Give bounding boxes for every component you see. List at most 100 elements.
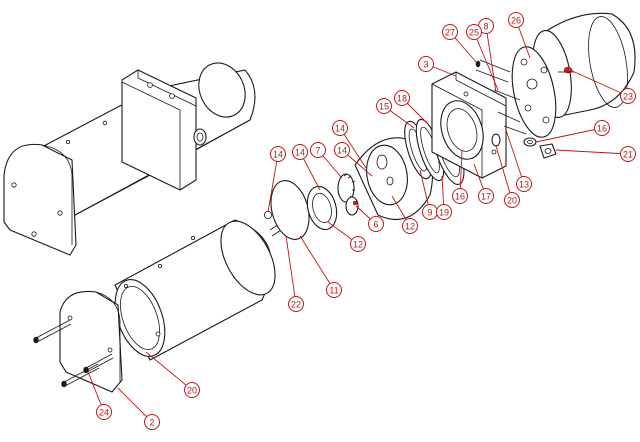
callout-2-leader xyxy=(117,387,153,423)
callout-14a-leader xyxy=(267,153,279,213)
callout-25-label: 25 xyxy=(469,28,479,38)
callout-20a-label: 20 xyxy=(507,196,517,206)
callout-18-balloon xyxy=(394,90,410,106)
callout-16a-balloon xyxy=(452,188,468,204)
callout-8-label: 8 xyxy=(483,22,488,32)
gear-7 xyxy=(337,173,355,203)
carrier-plate-12 xyxy=(306,185,338,231)
assembled-rear-cap xyxy=(198,62,246,118)
callout-14d-label: 14 xyxy=(337,146,347,156)
washer-14 xyxy=(263,210,272,219)
end-plate-2 xyxy=(59,290,123,393)
callout-19-label: 19 xyxy=(439,208,449,218)
mounting-block xyxy=(431,71,507,179)
callout-3-label: 3 xyxy=(423,60,428,70)
callout-3: 3 xyxy=(418,56,457,77)
callout-20b-label: 20 xyxy=(187,386,197,396)
callout-14c: 14 xyxy=(332,120,367,169)
callout-19: 19 xyxy=(436,175,452,220)
callout-26: 26 xyxy=(508,12,531,59)
callout-17: 17 xyxy=(473,163,494,204)
callout-18-label: 18 xyxy=(397,94,407,104)
callout-20a-balloon xyxy=(504,192,520,208)
relief-valve xyxy=(563,66,573,74)
assembled-side-boss xyxy=(193,128,207,146)
callout-25: 25 xyxy=(466,24,499,91)
callout-24-label: 24 xyxy=(99,408,109,418)
callout-23-balloon xyxy=(620,88,636,104)
callout-15: 15 xyxy=(376,98,415,129)
callout-2-balloon xyxy=(144,414,160,430)
pump-cap-assembly xyxy=(475,12,636,159)
callout-13-label: 13 xyxy=(519,180,529,190)
pin-6 xyxy=(352,200,358,206)
callout-23-leader xyxy=(569,69,629,97)
callout-21: 21 xyxy=(555,146,636,162)
callout-24: 24 xyxy=(87,371,112,420)
callout-14b-balloon xyxy=(292,144,308,160)
callout-2: 2 xyxy=(117,387,160,430)
callout-7-label: 7 xyxy=(315,146,320,156)
callout-20a-leader xyxy=(495,145,513,201)
callout-17-balloon xyxy=(478,188,494,204)
callout-17-label: 17 xyxy=(481,192,491,202)
assembled-unit xyxy=(3,62,256,256)
callout-22: 22 xyxy=(285,235,304,312)
callout-14b-label: 14 xyxy=(295,148,305,158)
callout-18: 18 xyxy=(394,90,429,125)
callout-9-label: 9 xyxy=(427,208,432,218)
callout-7-balloon xyxy=(310,142,326,158)
callout-23-label: 23 xyxy=(623,92,633,102)
callout-11-leader xyxy=(299,235,335,291)
callout-21-leader xyxy=(555,149,629,155)
callout-27: 27 xyxy=(442,24,477,63)
callout-11-balloon xyxy=(326,282,342,298)
callout-24-balloon xyxy=(96,404,112,420)
callout-26-balloon xyxy=(508,12,524,28)
callout-22-leader xyxy=(285,235,297,305)
callout-26-label: 26 xyxy=(511,16,521,26)
callout-22-balloon xyxy=(288,296,304,312)
callout-20b-leader xyxy=(145,351,193,391)
callout-12a-label: 12 xyxy=(353,240,363,250)
callout-16a-label: 16 xyxy=(455,192,465,202)
callout-27-balloon xyxy=(442,24,458,40)
callout-13-balloon xyxy=(516,176,532,192)
assembled-end-plate xyxy=(3,143,77,256)
callout-14d-balloon xyxy=(334,142,350,158)
exploded-motor xyxy=(33,209,303,393)
callout-23: 23 xyxy=(569,69,636,104)
callout-12a-balloon xyxy=(350,236,366,252)
callout-14a-label: 14 xyxy=(273,150,283,160)
callout-25-leader xyxy=(473,31,499,91)
callout-15-label: 15 xyxy=(379,102,389,112)
callout-12b-label: 12 xyxy=(405,222,415,232)
callout-22-label: 22 xyxy=(291,300,301,310)
callout-11-label: 11 xyxy=(329,286,338,296)
callout-27-label: 27 xyxy=(445,28,455,38)
callout-14c-label: 14 xyxy=(335,124,345,134)
callout-12b: 12 xyxy=(391,195,418,234)
callout-7: 7 xyxy=(310,142,343,179)
callout-6: 6 xyxy=(355,205,384,232)
callout-14c-balloon xyxy=(332,120,348,136)
callout-20a: 20 xyxy=(495,145,520,208)
callout-11: 11 xyxy=(299,235,342,298)
callout-25-balloon xyxy=(466,24,482,40)
callout-13-leader xyxy=(505,129,525,185)
callout-16b-label: 16 xyxy=(597,124,607,134)
callout-2-label: 2 xyxy=(149,418,154,428)
callout-14a-balloon xyxy=(270,146,286,162)
callout-14a: 14 xyxy=(267,146,286,213)
callout-13: 13 xyxy=(505,129,532,192)
callout-9: 9 xyxy=(419,169,438,220)
callout-14d: 14 xyxy=(334,142,373,177)
callout-16b: 16 xyxy=(535,120,610,143)
callout-6-balloon xyxy=(368,216,384,232)
callout-20b-balloon xyxy=(184,382,200,398)
callout-21-label: 21 xyxy=(623,150,633,160)
callout-20b: 20 xyxy=(145,351,200,398)
callout-16a: 16 xyxy=(452,149,468,204)
